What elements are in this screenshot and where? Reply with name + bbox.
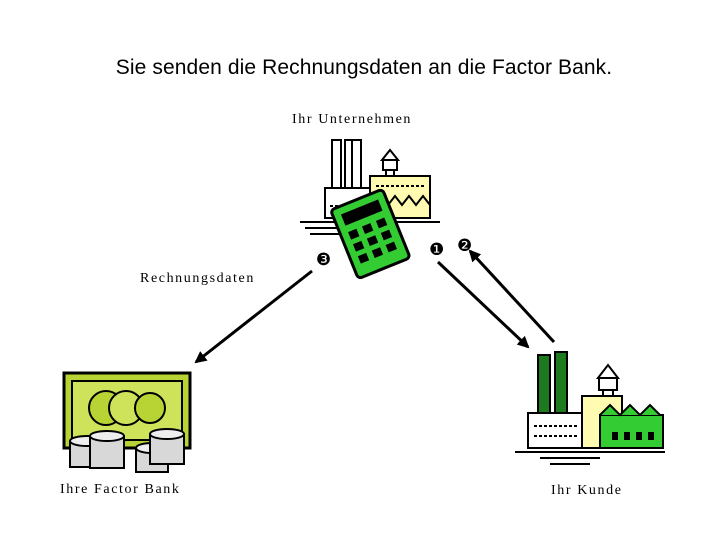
money-icon: [62, 371, 192, 473]
step-1-badge: ❶: [429, 240, 445, 260]
arrow-customer-to-company: [468, 249, 556, 344]
step-3-badge: ❸: [316, 250, 332, 270]
company-label: Ihr Unternehmen: [292, 112, 413, 127]
step-2-badge: ❷: [457, 236, 473, 256]
customer-label: Ihr Kunde: [551, 483, 623, 498]
bank-label: Ihre Factor Bank: [60, 482, 181, 497]
arrow-company-to-customer: [436, 260, 530, 349]
calculator-icon: [330, 188, 411, 280]
page-title: Sie senden die Rechnungsdaten an die Fac…: [115, 56, 613, 79]
customer-factory-icon: [515, 351, 665, 465]
invoice-data-label: Rechnungsdaten: [140, 271, 255, 286]
arrow-company-to-bank: [194, 269, 313, 364]
